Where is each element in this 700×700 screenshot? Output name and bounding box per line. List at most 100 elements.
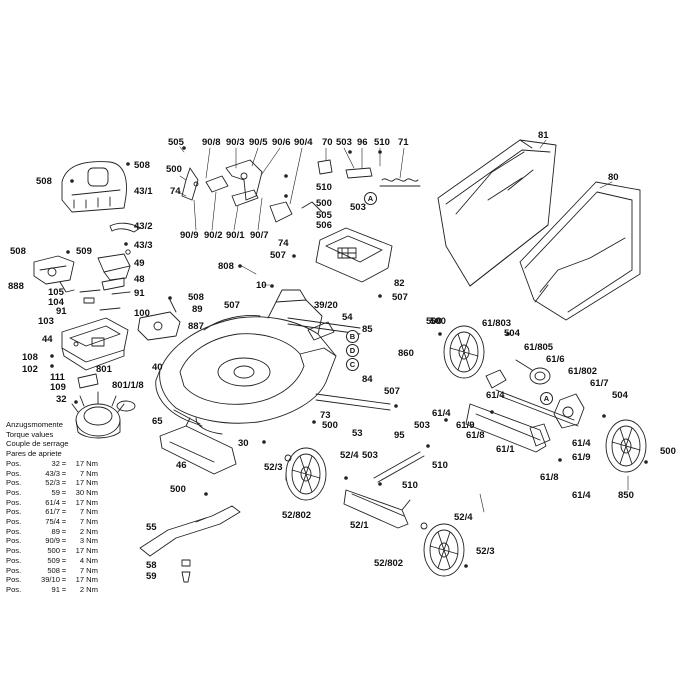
part-label: 43/2 xyxy=(134,221,153,232)
torque-row: Pos.52/3=17 Nm xyxy=(6,478,98,488)
part-label: 505 xyxy=(316,210,332,221)
blade-bolt xyxy=(181,559,191,583)
blade xyxy=(139,505,241,557)
part-label: 82 xyxy=(394,278,405,289)
part-label: 801/1/8 xyxy=(112,380,144,391)
torque-heading-de: Anzugsmomente xyxy=(6,420,63,429)
part-label: 52/3 xyxy=(264,462,283,473)
part-label: 61/8 xyxy=(540,472,559,483)
part-label: 71 xyxy=(398,137,409,148)
part-label: 510 xyxy=(432,460,448,471)
part-label: 81 xyxy=(538,130,549,141)
part-label: 70 xyxy=(322,137,333,148)
part-label: 90/9 xyxy=(180,230,199,241)
part-label: 52/4 xyxy=(454,512,473,523)
part-label: 52/3 xyxy=(476,546,495,557)
part-label: 91 xyxy=(56,306,67,317)
part-label: 100 xyxy=(134,308,150,319)
callout-c: C xyxy=(346,358,359,371)
small-hardware-left xyxy=(79,289,131,311)
part-label: 90/5 xyxy=(249,137,268,148)
part-label: 32 xyxy=(56,394,67,405)
lever-assembly xyxy=(181,159,293,223)
hub-52-3 xyxy=(284,454,292,462)
part-label: 52/802 xyxy=(374,558,404,569)
part-label: 508 xyxy=(134,160,150,171)
part-label: 503 xyxy=(350,202,366,213)
grass-box-frame xyxy=(437,139,557,287)
part-label: 46 xyxy=(176,460,187,471)
part-label: 507 xyxy=(224,300,240,311)
part-label: 850 xyxy=(618,490,634,501)
part-label: 61/802 xyxy=(568,366,598,377)
part-label: 503 xyxy=(414,420,430,431)
part-label: 510 xyxy=(316,182,332,193)
part-label: 58 xyxy=(146,560,157,571)
mower-deck xyxy=(155,299,337,435)
part-label: 89 xyxy=(192,304,203,315)
part-label: 74 xyxy=(170,186,181,197)
part-label: 510 xyxy=(374,137,390,148)
part-label: 103 xyxy=(38,316,54,327)
part-label: 53 xyxy=(352,428,363,439)
front-axle xyxy=(343,489,411,529)
part-109 xyxy=(77,373,99,389)
part-label: 90/8 xyxy=(202,137,221,148)
part-label: 65 xyxy=(152,416,163,427)
part-label: 503 xyxy=(336,137,352,148)
leader-lines xyxy=(177,139,629,513)
part-label: 61/805 xyxy=(524,342,554,353)
torque-row: Pos.39/10=17 Nm xyxy=(6,575,98,585)
part-label: 108 xyxy=(22,352,38,363)
part-label: 887 xyxy=(188,321,204,332)
motor-assembly xyxy=(71,391,125,439)
part-label: 111 xyxy=(50,372,65,383)
engine-cover xyxy=(61,161,127,213)
part-label: 61/803 xyxy=(482,318,512,329)
part-label: 500 xyxy=(430,316,446,327)
part-label: 48 xyxy=(134,274,145,285)
o-ring-801-1-8 xyxy=(116,400,136,412)
part-label: 43/1 xyxy=(134,186,153,197)
part-label: 39/20 xyxy=(314,300,338,311)
part-label: 61/4 xyxy=(572,490,591,501)
part-label: 503 xyxy=(362,450,378,461)
part-label: 52/4 xyxy=(340,450,359,461)
torque-row: Pos.43/3=7 Nm xyxy=(6,468,98,478)
gearbox xyxy=(515,359,551,385)
part-label: 85 xyxy=(362,324,373,335)
torque-row: Pos.90/9=3 Nm xyxy=(6,536,98,546)
torque-row: Pos.508=7 Nm xyxy=(6,565,98,575)
axle-bracket xyxy=(529,423,551,447)
part-label: 61/4 xyxy=(432,408,451,419)
torque-row: Pos.59=30 Nm xyxy=(6,487,98,497)
part-label: 52/802 xyxy=(282,510,312,521)
part-label: 500 xyxy=(170,484,186,495)
part-label: 509 xyxy=(76,246,92,257)
hub-52-4 xyxy=(420,522,428,530)
part-label: 500 xyxy=(660,446,676,457)
part-label: 505 xyxy=(168,137,184,148)
part-label: 49 xyxy=(134,258,145,269)
part-label: 508 xyxy=(10,246,26,257)
torque-row: Pos.61/7=7 Nm xyxy=(6,507,98,517)
rear-flap xyxy=(159,417,237,475)
part-label: 90/1 xyxy=(226,230,245,241)
torque-heading-fr: Couple de serrage xyxy=(6,439,69,449)
part-label: 90/2 xyxy=(204,230,223,241)
part-label: 95 xyxy=(394,430,405,441)
part-label: 801 xyxy=(96,364,112,375)
part-label: 90/3 xyxy=(226,137,245,148)
part-label: 860 xyxy=(398,348,414,359)
control-panel xyxy=(61,317,129,371)
front-right-wheel xyxy=(423,523,465,577)
handle-parts xyxy=(301,159,421,213)
part-label: 500 xyxy=(322,420,338,431)
torque-row: Pos.75/4=7 Nm xyxy=(6,517,98,527)
part-label: 52/1 xyxy=(350,520,369,531)
part-label: 30 xyxy=(238,438,249,449)
torque-heading-es: Pares de apriete xyxy=(6,449,62,459)
bracket-887 xyxy=(137,299,181,341)
torque-row: Pos.500=17 Nm xyxy=(6,546,98,556)
